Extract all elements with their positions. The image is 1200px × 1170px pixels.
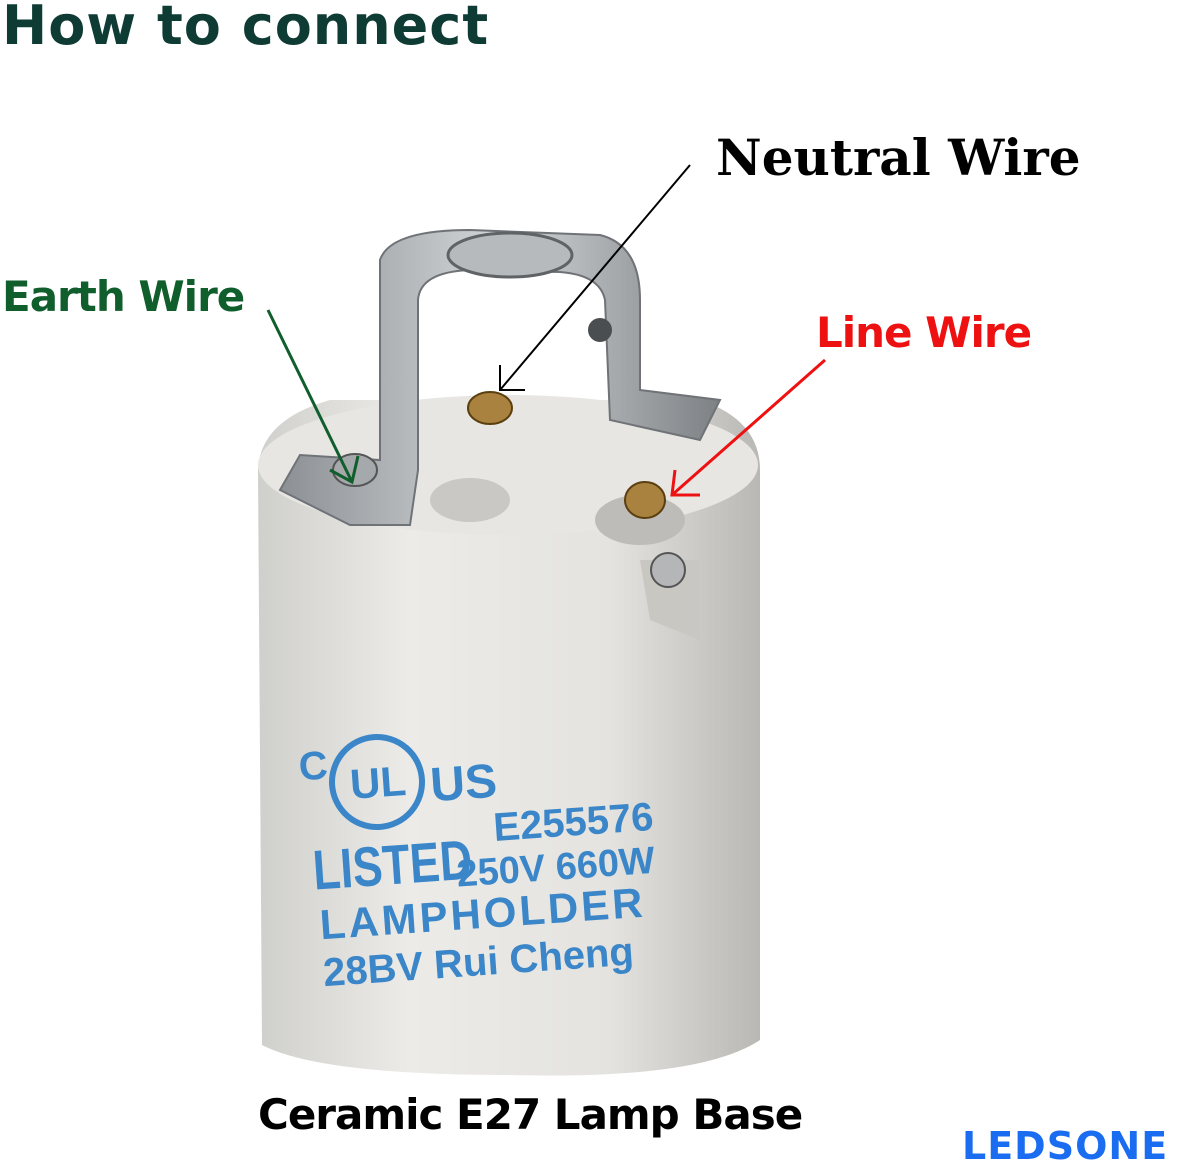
neutral-terminal <box>467 391 513 425</box>
earth-wire-label: Earth Wire <box>2 272 245 321</box>
print-c: C <box>297 743 329 789</box>
neutral-wire-label: Neutral Wire <box>716 128 1081 187</box>
line-terminal <box>624 481 666 519</box>
bracket-thread-hole <box>446 231 574 279</box>
print-us: US <box>429 755 499 813</box>
earth-arrow <box>266 309 360 485</box>
line-wire-label: Line Wire <box>816 308 1032 357</box>
neutral-arrow <box>499 164 691 391</box>
ceramic-body <box>258 400 760 1076</box>
print-ul: UL <box>348 757 407 808</box>
line-screw <box>650 552 686 588</box>
caption: Ceramic E27 Lamp Base <box>258 1090 803 1139</box>
line-arrow <box>670 358 826 497</box>
print-listed: LISTED <box>311 828 474 902</box>
metal-bracket <box>278 228 722 526</box>
brand-logo: LEDSONE <box>962 1124 1169 1168</box>
page-title: How to connect <box>2 0 490 57</box>
